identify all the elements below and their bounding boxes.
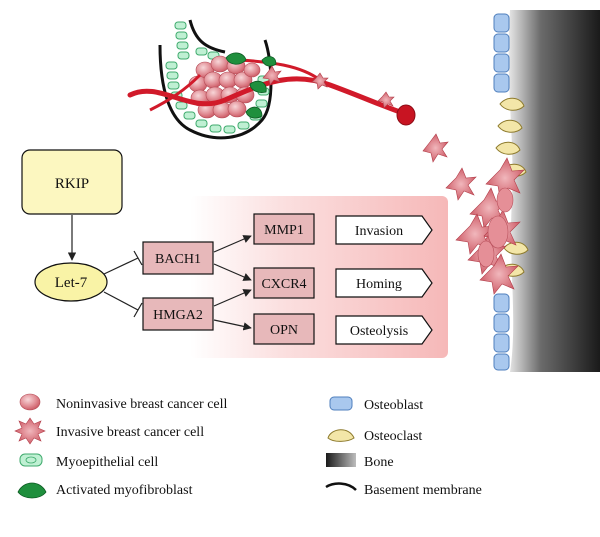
escaping-invasive-cells <box>262 65 395 109</box>
mmp1-label: MMP1 <box>264 223 304 238</box>
bone-section <box>422 10 600 372</box>
myofibroblasts <box>225 52 277 119</box>
legend-basement-icon <box>325 482 357 491</box>
legend-osteoclast-icon <box>327 429 355 442</box>
legend-myoepithelial-nucleus <box>25 456 37 464</box>
legend-invasive-icon <box>14 417 46 445</box>
legend-osteoclast-label: Osteoclast <box>364 429 422 444</box>
let7-label: Let-7 <box>55 275 88 291</box>
opn-box <box>253 313 315 345</box>
legend-myoepithelial-icon <box>19 453 43 467</box>
legend-noninvasive-icon <box>19 393 41 411</box>
homing-label: Homing <box>356 277 402 292</box>
bach1-box <box>142 241 214 275</box>
opn-label: OPN <box>270 323 298 338</box>
vessel-opening <box>396 104 416 126</box>
duct-basement-membrane-outer <box>188 19 226 54</box>
legend-myoepithelial-label: Myoepithelial cell <box>56 455 158 470</box>
legend-noninvasive-label: Noninvasive breast cancer cell <box>56 397 228 412</box>
mmp1-box <box>253 213 315 245</box>
rkip-label: RKIP <box>55 176 89 192</box>
legend-myofibroblast-label: Activated myofibroblast <box>56 483 193 498</box>
gene-activation-arrows <box>213 235 252 331</box>
legend-osteoblast-label: Osteoblast <box>364 398 423 413</box>
blood-vessel-branch-2 <box>149 73 202 112</box>
legend-basement-label: Basement membrane <box>364 483 482 498</box>
legend-bone-icon <box>326 453 356 467</box>
cxcr4-box <box>253 267 315 299</box>
cxcr4-label: CXCR4 <box>261 277 306 292</box>
legend-myofibroblast-icon <box>17 482 47 499</box>
duct-illustration <box>127 19 416 140</box>
bone <box>508 10 600 372</box>
homing-box <box>335 268 433 298</box>
hmga2-label: HMGA2 <box>153 308 203 323</box>
osteolysis-label: Osteolysis <box>350 324 408 339</box>
legend-invasive-label: Invasive breast cancer cell <box>56 425 204 440</box>
bach1-label: BACH1 <box>155 252 201 267</box>
osteoblast-column <box>493 13 510 371</box>
blood-vessel-branch <box>239 58 321 82</box>
let7-inhibition-lines <box>103 250 143 318</box>
legend-bone-label: Bone <box>364 455 394 470</box>
bone-cell-cores <box>477 187 514 268</box>
osteolysis-box <box>335 315 433 345</box>
rkip-box <box>21 149 123 215</box>
invasion-label: Invasion <box>355 224 403 239</box>
legend: Noninvasive breast cancer cell Invasive … <box>14 393 482 499</box>
let7-ellipse <box>34 262 108 302</box>
invasion-box <box>335 215 433 245</box>
legend-osteoblast-icon <box>329 396 353 411</box>
hmga2-box <box>142 297 214 331</box>
